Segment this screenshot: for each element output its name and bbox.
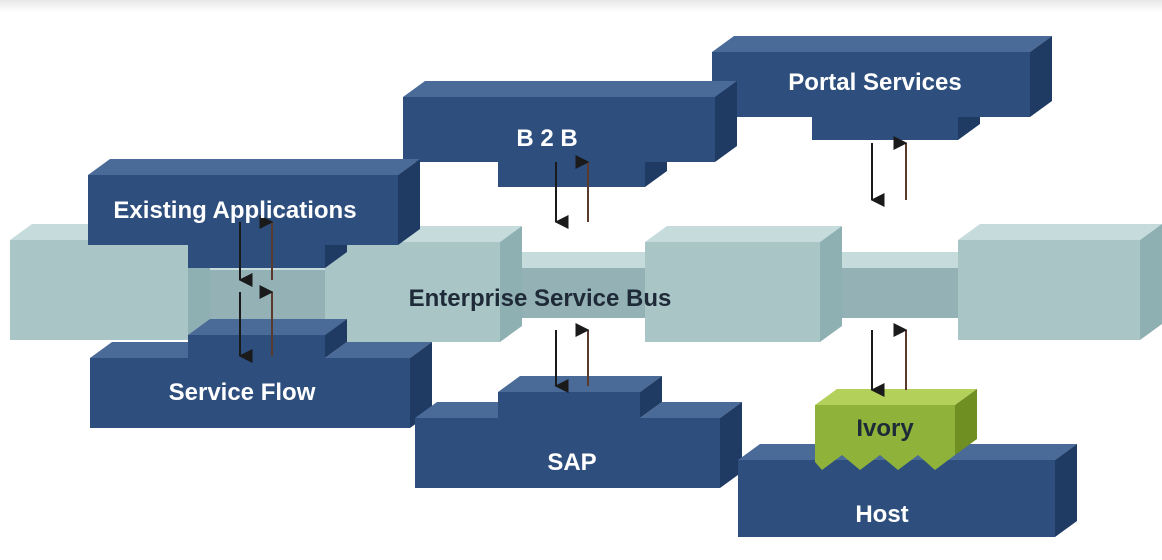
sap-block-top-face (498, 376, 662, 392)
portal-services-block (712, 36, 1052, 140)
host-block-front-face (738, 460, 1055, 537)
ivory-label: Ivory (856, 415, 914, 442)
b2b-block (403, 81, 737, 187)
sap-block-top-face (640, 402, 742, 418)
bus-block-4 (958, 224, 1162, 340)
portal-services-block-front-face (712, 52, 1030, 140)
sap-block-side-face (720, 402, 742, 488)
bus-connector-2-top-face (490, 252, 682, 268)
bus-connector-3-front-face (820, 268, 970, 318)
existing-applications-label: Existing Applications (113, 197, 356, 224)
service-flow-block-side-face (410, 342, 432, 428)
service-flow-label: Service Flow (169, 379, 316, 406)
service-flow-block-top-face (90, 342, 210, 358)
portal-services-block-side-face (1030, 36, 1052, 117)
host-label: Host (855, 501, 908, 528)
bus-block-3-front-face (645, 242, 820, 342)
sap-block-front-face (415, 392, 720, 488)
b2b-block-side-face (715, 81, 737, 162)
bus-block-2-front-face (325, 242, 500, 342)
bus-block-3 (645, 226, 842, 342)
sap-block-side-face (640, 376, 662, 418)
sap-block (415, 376, 742, 488)
bus-connector-2-front-face (490, 268, 660, 318)
sap-label: SAP (547, 449, 596, 476)
service-flow-block-top-face (188, 319, 347, 335)
ivory-block-front-face (815, 405, 955, 470)
bus-connector-3-top-face (820, 252, 992, 268)
service-flow-block-top-face (325, 342, 432, 358)
lower-systems (90, 319, 1077, 537)
bus-block-1-front-face (10, 240, 188, 340)
bus-block-3-top-face (645, 226, 842, 242)
existing-applications-block (88, 159, 420, 268)
ivory-block-side-face (955, 389, 977, 455)
sap-block-top-face (415, 402, 520, 418)
existing-applications-block-top-face (88, 159, 420, 175)
enterprise-service-bus (10, 224, 1162, 342)
bus-block-3-side-face (820, 226, 842, 342)
service-flow-block-front-face (90, 335, 410, 428)
bus-block-4-front-face (958, 240, 1140, 340)
host-block-side-face (1055, 444, 1077, 537)
bus-block-4-side-face (1140, 224, 1162, 340)
bus-block-2 (325, 226, 522, 342)
bus-block-4-top-face (958, 224, 1162, 240)
existing-applications-block-side-face (398, 159, 420, 245)
b2b-label: B 2 B (516, 125, 577, 152)
portal-services-block-top-face (712, 36, 1052, 52)
top-shade (0, 0, 1162, 12)
b2b-block-top-face (403, 81, 737, 97)
portal-services-label: Portal Services (788, 69, 961, 96)
ivory-block (815, 389, 977, 470)
upper-services (88, 36, 1052, 268)
b2b-block-front-face (403, 97, 715, 187)
bus-connector-2 (490, 252, 682, 318)
bus-block-2-side-face (500, 226, 522, 342)
service-flow-block (90, 319, 432, 428)
service-flow-block-side-face (325, 319, 347, 358)
existing-applications-block-front-face (88, 175, 398, 268)
flow-arrows (238, 136, 908, 397)
bus-label: Enterprise Service Bus (409, 285, 672, 312)
ivory-block-top-face (815, 389, 977, 405)
